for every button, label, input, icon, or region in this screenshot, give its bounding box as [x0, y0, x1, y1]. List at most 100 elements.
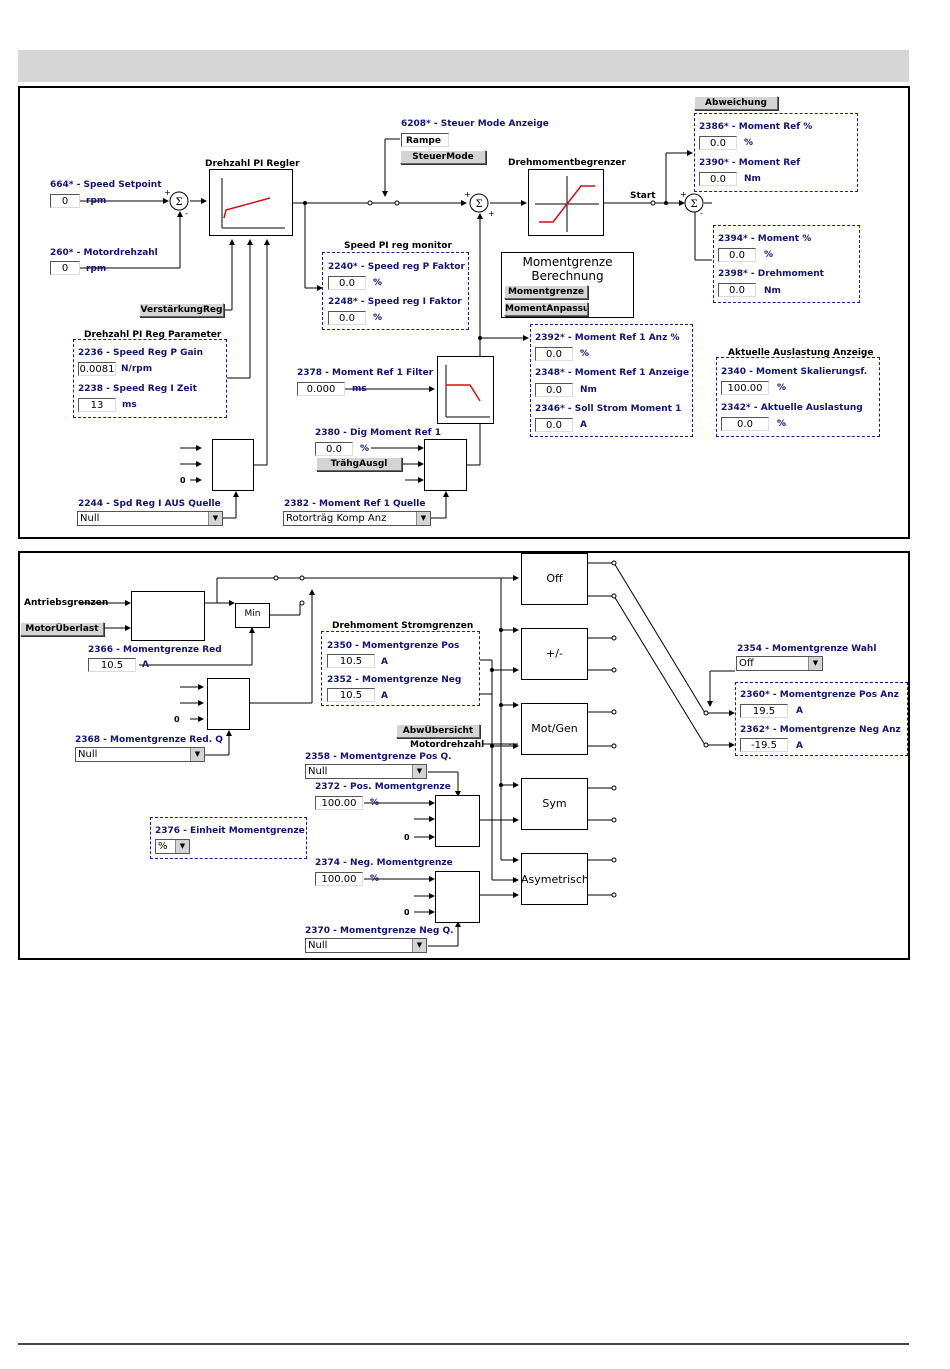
p-faktor-value: 0.0 [328, 276, 366, 290]
neg-q-label: 2370 - Momentgrenze Neg Q. [305, 926, 454, 936]
red-q-label: 2368 - Momentgrenze Red. Q [75, 735, 223, 745]
chevron-down-icon: ▼ [412, 765, 426, 778]
p-faktor-label: 2240* - Speed reg P Faktor [328, 262, 465, 272]
pos-anz-label: 2360* - Momentgrenze Pos Anz [740, 690, 899, 700]
motordrehzahl-unit: rpm [86, 264, 107, 274]
neg-label: 2352 - Momentgrenze Neg [327, 675, 462, 685]
red-unit: A [142, 660, 149, 670]
filter-curve-icon [445, 365, 490, 418]
pos-switch [435, 795, 480, 847]
red-value[interactable]: 10.5 [88, 658, 136, 672]
chevron-down-icon: ▼ [175, 840, 189, 853]
neg-zero-label: 0 [404, 908, 410, 917]
red-switch [207, 678, 250, 730]
pos-anz-value: 19.5 [740, 704, 788, 718]
red-q-select[interactable]: Null▼ [75, 747, 205, 762]
mode-off-label: Off [546, 572, 563, 585]
pos-mg-unit: % [370, 798, 380, 808]
neg-unit: A [381, 691, 388, 701]
akt-auslastung-value: 0.0 [721, 417, 769, 431]
motordrehzahl-label: 260* - Motordrehzahl [50, 248, 158, 258]
neg-mg-value[interactable]: 100.00 [315, 872, 363, 886]
moment-anpassu-button[interactable]: MomentAnpassu [504, 302, 588, 316]
antrieb-block [131, 591, 205, 641]
mode-off-block [521, 553, 588, 605]
mode-plusminus-block [521, 628, 588, 680]
p-gain-value[interactable]: 0.0081 [78, 362, 116, 376]
einheit-group [150, 817, 307, 859]
i-faktor-unit: % [373, 313, 383, 323]
verstaerkung-button[interactable]: VerstärkungReg [139, 303, 224, 317]
wahl-label: 2354 - Momentgrenze Wahl [737, 644, 877, 654]
dig-moment-label: 2380 - Dig Moment Ref 1 [315, 428, 441, 438]
akt-auslastung-unit: % [777, 419, 787, 429]
neg-q-select[interactable]: Null▼ [305, 938, 427, 953]
moment-ref-pct-label: 2386* - Moment Ref % [699, 122, 813, 132]
moment-ref-pct-value: 0.0 [699, 136, 737, 150]
traeghausgl-button[interactable]: TrähgAusgl [316, 457, 402, 471]
spd-reg-quelle-select[interactable]: Null▼ [77, 511, 223, 526]
red-zero-label: 0 [174, 715, 180, 724]
monitor-group [322, 252, 469, 330]
start-label: Start [630, 191, 656, 201]
drehmoment-unit: Nm [764, 286, 781, 296]
speed-setpoint-value[interactable]: 0 [50, 194, 80, 208]
pos-mg-value[interactable]: 100.00 [315, 796, 363, 810]
antriebsgrenzen-label: Antriebsgrenzen [24, 598, 109, 608]
footer-line [18, 1343, 909, 1345]
moment-ref-unit: Nm [744, 174, 761, 184]
pos-q-label: 2358 - Momentgrenze Pos Q. [305, 752, 452, 762]
anz-group [735, 682, 908, 756]
drehmoment-value: 0.0 [718, 283, 756, 297]
einheit-select[interactable]: %▼ [155, 839, 190, 854]
pos-q-select[interactable]: Null▼ [305, 764, 427, 779]
einheit-label: 2376 - Einheit Momentgrenze [155, 826, 305, 836]
pos-zero-label: 0 [404, 833, 410, 842]
berechnung-line1: Momentgrenze [522, 255, 613, 269]
spd-reg-quelle-label: 2244 - Spd Reg I AUS Quelle [78, 499, 221, 509]
motordrehzahl-value[interactable]: 0 [50, 261, 80, 275]
pi-curve-icon [221, 178, 285, 229]
svg-text:+: + [488, 209, 495, 218]
pos-label: 2350 - Momentgrenze Pos [327, 641, 460, 651]
moment-ref-pct-unit: % [744, 138, 754, 148]
moment-pct-value: 0.0 [718, 248, 756, 262]
ref1-quelle-select[interactable]: Rotorträg Komp Anz▼ [283, 511, 431, 526]
stromgrenzen-title: Drehmoment Stromgrenzen [332, 621, 474, 631]
motorueberlast-button[interactable]: MotorÜberlast [20, 622, 104, 636]
p-gain-unit: N/rpm [121, 364, 153, 374]
neg-anz-value: -19.5 [740, 738, 788, 752]
ref1-filter-unit: ms [352, 384, 367, 394]
mode-motgen-block [521, 703, 588, 755]
p-gain-label: 2236 - Speed Reg P Gain [78, 348, 204, 358]
wahl-select[interactable]: Off▼ [736, 656, 823, 671]
neg-value[interactable]: 10.5 [327, 688, 375, 702]
moment-group [713, 225, 860, 303]
filter-block [437, 356, 494, 424]
p-faktor-unit: % [373, 278, 383, 288]
dig-moment-unit: % [360, 444, 370, 454]
svg-text:Σ: Σ [690, 199, 697, 210]
limiter-curve-icon [535, 176, 599, 232]
skalierung-value[interactable]: 100.00 [721, 381, 769, 395]
neg-mg-label: 2374 - Neg. Momentgrenze [315, 858, 453, 868]
pi-param-title: Drehzahl PI Reg Parameter [84, 330, 222, 340]
pi-regler-block [209, 169, 293, 236]
svg-text:Σ: Σ [175, 197, 182, 208]
svg-text:-: - [185, 209, 188, 218]
abweichung-button[interactable]: Abweichung [694, 96, 778, 110]
pi-regler-title: Drehzahl PI Regler [205, 159, 300, 169]
steuer-mode-value[interactable]: Rampe [401, 133, 449, 147]
pos-value[interactable]: 10.5 [327, 654, 375, 668]
mode-asym-label: Asymetrisch [521, 873, 589, 886]
i-zeit-value[interactable]: 13 [78, 398, 116, 412]
soll-strom-unit: A [580, 420, 587, 430]
pi-param-group [73, 339, 227, 418]
abuebersicht-button[interactable]: AbwÜbersicht [396, 724, 480, 738]
speed-setpoint-label: 664* - Speed Setpoint [50, 180, 162, 190]
momentgrenze-button[interactable]: Momentgrenze [504, 285, 588, 299]
ref1-filter-value[interactable]: 0.000 [297, 382, 345, 396]
chevron-down-icon: ▼ [416, 512, 430, 525]
dig-moment-value[interactable]: 0.0 [315, 442, 353, 456]
steuer-mode-button[interactable]: SteuerMode [400, 150, 486, 164]
